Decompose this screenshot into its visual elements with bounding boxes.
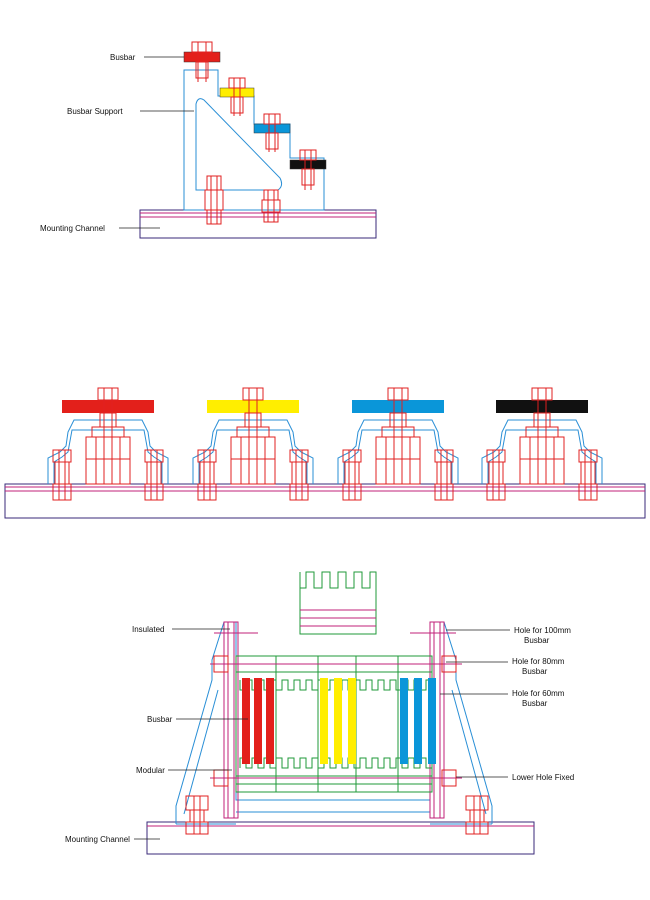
- plan-busbar-L2-2: [334, 678, 342, 764]
- plan-busbar-L2-3: [348, 678, 356, 764]
- plan-busbar-L1-3: [266, 678, 274, 764]
- plan-support-body: [175, 621, 493, 824]
- side-busbar-bolts: [191, 41, 317, 190]
- front-busbar-L1: [62, 400, 154, 413]
- plan-base-bolts: [185, 795, 489, 835]
- side-busbar-L2: [219, 87, 255, 98]
- front-support-L3: [337, 387, 459, 501]
- plan-busbar-L1-1: [242, 678, 250, 764]
- side-base-bolts: [204, 175, 281, 225]
- label-side-busbar: Busbar: [110, 53, 136, 62]
- label-plan-busbar: Busbar: [147, 715, 173, 724]
- side-busbar-L1: [183, 51, 221, 63]
- front-busbar-N: [496, 400, 588, 413]
- front-busbar-L3: [352, 400, 444, 413]
- through-rods: [210, 632, 462, 779]
- plan-busbar-L1-2: [254, 678, 262, 764]
- front-busbar-L2: [207, 400, 299, 413]
- label-insulated: Insulated: [132, 625, 164, 634]
- side-support-triangle: [195, 98, 283, 191]
- comb-teeth-bottom: [239, 757, 432, 769]
- plan-busbars: [242, 678, 436, 764]
- front-support-L2: [192, 387, 314, 501]
- label-modular: Modular: [136, 766, 165, 775]
- side-view: Busbar Busbar Support Mounting Channel: [40, 41, 377, 239]
- front-support-N: [481, 387, 603, 501]
- insulated-posts: [223, 621, 445, 819]
- modular-comb-piece: [299, 571, 377, 635]
- front-mounting-channel: [4, 483, 646, 519]
- label-side-mounting-channel: Mounting Channel: [40, 224, 105, 233]
- side-busbar-N: [289, 159, 327, 170]
- label-side-busbar-support: Busbar Support: [67, 107, 123, 116]
- label-lower-hole: Lower Hole Fixed: [512, 773, 574, 782]
- front-view: [4, 387, 646, 519]
- side-mounting-channel: [139, 209, 377, 239]
- plan-view: Insulated Busbar Modular Mounting Channe…: [65, 571, 574, 855]
- plan-busbar-L2-1: [320, 678, 328, 764]
- side-busbar-L3: [253, 123, 291, 134]
- plan-busbar-L3-3: [428, 678, 436, 764]
- plan-mounting-channel: [146, 821, 535, 855]
- plan-busbar-L3-2: [414, 678, 422, 764]
- plan-busbar-L3-1: [400, 678, 408, 764]
- label-plan-mounting-channel: Mounting Channel: [65, 835, 130, 844]
- front-support-units: [47, 387, 603, 501]
- front-support-L1: [47, 387, 169, 501]
